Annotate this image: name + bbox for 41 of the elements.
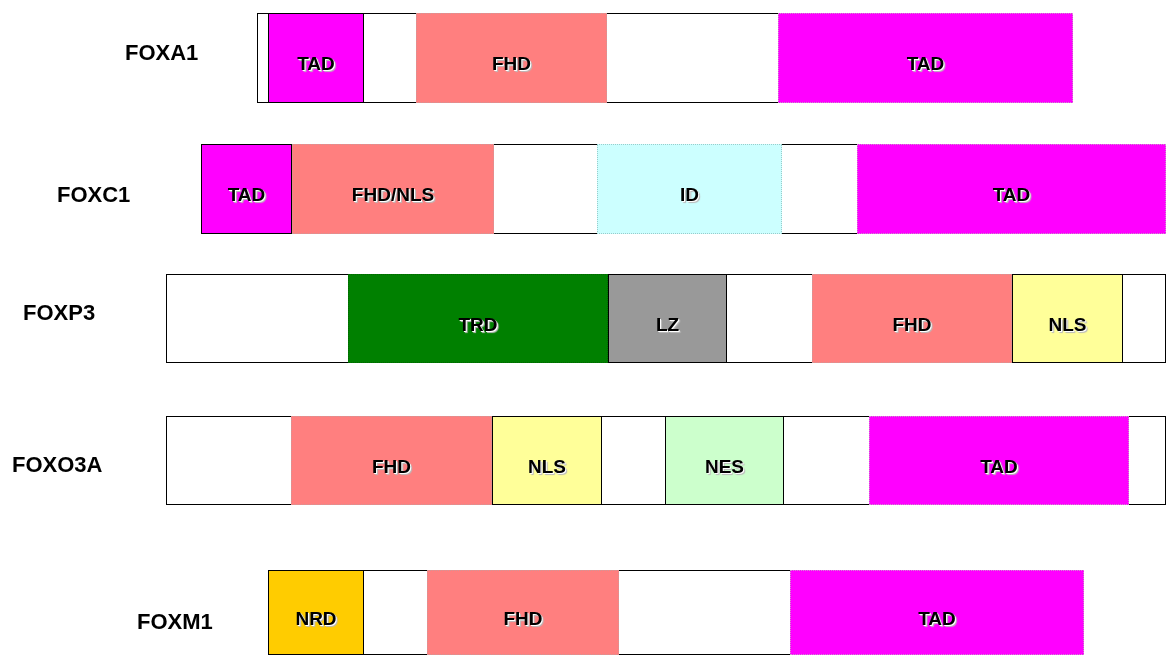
domain-block xyxy=(608,274,727,363)
domain-label: TRD xyxy=(458,313,498,336)
domain-label: FHD xyxy=(892,313,932,336)
domain-label: TAD xyxy=(918,607,956,630)
domain-label: NLS xyxy=(528,455,566,478)
domain-label: LZ xyxy=(655,313,680,336)
domain-block xyxy=(291,416,492,505)
domain-label: NRD xyxy=(295,607,337,630)
domain-block xyxy=(597,144,782,234)
domain-block xyxy=(201,144,292,234)
domain-label: ID xyxy=(680,184,699,206)
domain-block xyxy=(268,13,364,103)
domain-label: NLS xyxy=(1048,313,1087,336)
domain-block xyxy=(268,570,364,655)
domain-label: TAD xyxy=(297,53,335,75)
domain-block xyxy=(292,144,494,234)
domain-label: TAD xyxy=(227,184,266,206)
domain-block xyxy=(665,416,784,505)
protein-name: FOXC1 xyxy=(57,182,131,208)
domain-label: TAD xyxy=(992,184,1031,206)
domain-block xyxy=(416,13,607,103)
protein-name: FOXP3 xyxy=(23,300,96,326)
domain-label: FHD xyxy=(503,607,543,630)
domain-label: FHD xyxy=(371,455,412,478)
domain-label: TAD xyxy=(906,53,945,75)
domain-label: FHD/NLS xyxy=(351,184,435,206)
domain-label: TAD xyxy=(980,455,1018,478)
protein-name: FOXO3A xyxy=(12,452,103,478)
domain-block xyxy=(1012,274,1123,363)
protein-name: FOXA1 xyxy=(125,40,199,66)
domain-block xyxy=(348,274,608,363)
protein-name: FOXM1 xyxy=(137,609,213,635)
domain-block xyxy=(812,274,1012,363)
domain-block xyxy=(857,144,1166,234)
domain-block xyxy=(869,416,1129,505)
domain-block xyxy=(790,570,1084,655)
domain-block xyxy=(427,570,619,655)
domain-label: FHD xyxy=(491,53,532,75)
domain-label: NES xyxy=(704,455,745,478)
domain-block xyxy=(492,416,602,505)
domain-block xyxy=(778,13,1073,103)
